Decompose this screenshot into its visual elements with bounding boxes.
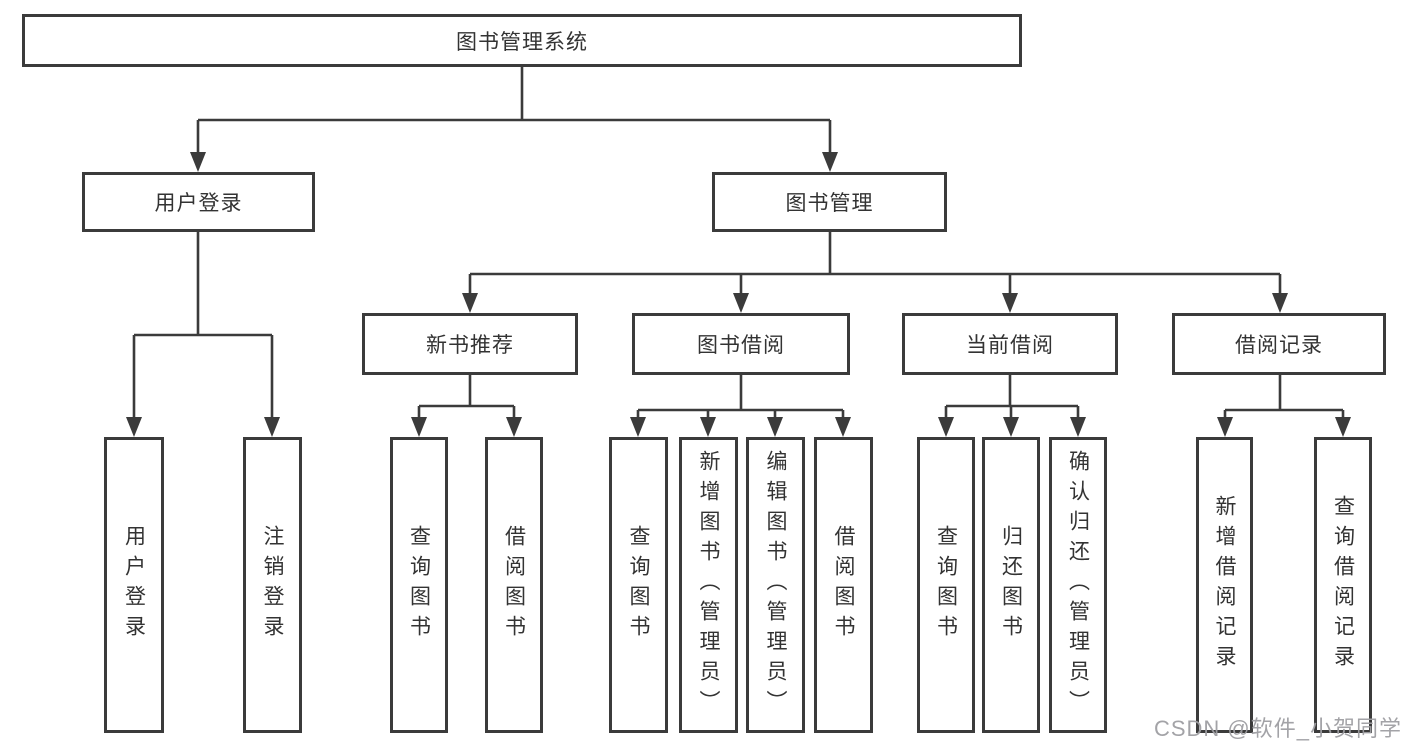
node-leaf-add-books-admin: 新增图书（管理员）	[679, 437, 738, 733]
node-book-management-branch: 图书管理	[712, 172, 947, 232]
node-label: 新增借阅记录	[1213, 495, 1236, 675]
node-label: 当前借阅	[966, 334, 1054, 357]
node-label: 图书管理	[785, 192, 874, 215]
node-label: 新增图书（管理员）	[697, 450, 720, 720]
node-label: 图书借阅	[697, 334, 785, 357]
node-leaf-query-books-3: 查询图书	[917, 437, 975, 733]
node-label: 查询借阅记录	[1331, 495, 1355, 675]
arrowheads	[126, 152, 1351, 437]
node-leaf-edit-books-admin: 编辑图书（管理员）	[746, 437, 805, 733]
node-label: 查询图书	[627, 525, 650, 645]
node-leaf-query-borrow-record: 查询借阅记录	[1314, 437, 1372, 733]
connector-lines	[132, 67, 1345, 419]
node-label: 归还图书	[999, 525, 1023, 645]
node-label: 编辑图书（管理员）	[764, 450, 787, 720]
node-leaf-return-books: 归还图书	[982, 437, 1040, 733]
csdn-watermark: CSDN @软件_小贺同学	[1153, 716, 1402, 741]
node-leaf-borrow-books-2: 借阅图书	[814, 437, 873, 733]
node-label: 用户登录	[154, 192, 243, 215]
node-user-login-branch: 用户登录	[82, 172, 315, 232]
node-label: 查询图书	[407, 525, 431, 645]
node-label: 用户登录	[122, 525, 146, 645]
node-label: 图书管理系统	[456, 30, 588, 54]
node-label: 借阅图书	[832, 525, 855, 645]
node-label: 注销登录	[261, 525, 284, 645]
node-new-book-recommendation: 新书推荐	[362, 313, 578, 375]
node-library-management-system: 图书管理系统	[22, 14, 1022, 67]
node-book-borrowing: 图书借阅	[632, 313, 850, 375]
node-leaf-borrow-books-1: 借阅图书	[485, 437, 543, 733]
node-label: 确认归还（管理员）	[1066, 450, 1090, 720]
node-label: 查询图书	[934, 525, 958, 645]
node-label: 借阅记录	[1235, 334, 1323, 357]
node-label: 新书推荐	[426, 334, 514, 357]
node-leaf-query-books-2: 查询图书	[609, 437, 668, 733]
node-leaf-logout: 注销登录	[243, 437, 302, 733]
node-leaf-add-borrow-record: 新增借阅记录	[1196, 437, 1253, 733]
node-borrowing-records: 借阅记录	[1172, 313, 1386, 375]
node-label: 借阅图书	[502, 525, 526, 645]
node-leaf-confirm-return-admin: 确认归还（管理员）	[1049, 437, 1107, 733]
node-leaf-user-login: 用户登录	[104, 437, 164, 733]
node-current-borrowing: 当前借阅	[902, 313, 1118, 375]
node-leaf-query-books-1: 查询图书	[390, 437, 448, 733]
